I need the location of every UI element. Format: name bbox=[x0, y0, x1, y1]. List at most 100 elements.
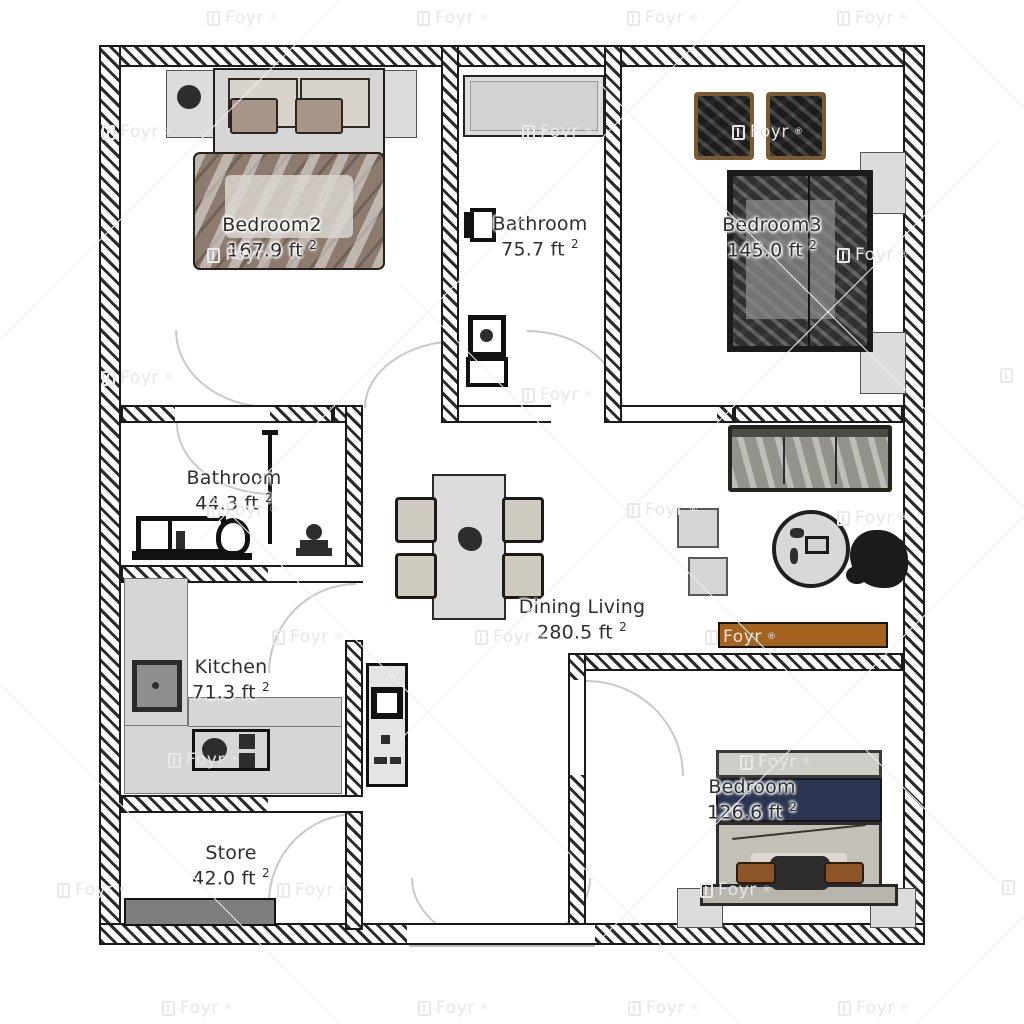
burner-small-b-kitchen bbox=[239, 753, 255, 768]
foyr-logo-icon bbox=[1002, 880, 1015, 895]
armchair-texture bbox=[698, 96, 750, 156]
room-name: Bathroom bbox=[186, 467, 282, 489]
exterior-wall-right bbox=[903, 45, 925, 945]
sup-2: 2 bbox=[789, 799, 797, 814]
entrance-opening bbox=[407, 923, 595, 945]
room-area: 280.5 ft 2 bbox=[537, 619, 627, 644]
storage-shelf-store[interactable] bbox=[124, 898, 276, 926]
vanity-counter-bathroom-2 bbox=[132, 551, 240, 560]
table-centerpiece bbox=[458, 527, 482, 551]
door-opening-bathroom-main bbox=[459, 405, 551, 423]
watermark-text: Foyr bbox=[855, 8, 895, 28]
sofa-living[interactable] bbox=[728, 425, 892, 492]
interior-wall-bedroom2-east bbox=[441, 45, 459, 423]
interior-wall-bedroom-main-top bbox=[568, 653, 903, 671]
kitchen-knob-b bbox=[374, 757, 387, 764]
exterior-wall-top bbox=[99, 45, 925, 67]
interior-wall-kitchen-east bbox=[345, 640, 363, 930]
foyr-logo-icon bbox=[475, 629, 488, 645]
watermark bbox=[1002, 880, 1015, 895]
kitchen-knob-a bbox=[381, 735, 390, 744]
foyr-logo-icon bbox=[838, 1000, 851, 1016]
watermark-text: Foyr bbox=[436, 998, 476, 1018]
cushion-left-bedroom2 bbox=[230, 98, 278, 134]
ottoman-1-living[interactable] bbox=[677, 508, 719, 548]
coffee-table-living[interactable] bbox=[805, 536, 829, 554]
room-label-bedroom-main: Bedroom 126.6 ft 2 bbox=[707, 776, 797, 825]
armchair-right-bedroom3[interactable] bbox=[766, 92, 826, 160]
room-area: 71.3 ft 2 bbox=[192, 679, 270, 704]
armchair-left-bedroom3[interactable] bbox=[694, 92, 754, 160]
foyr-logo-icon bbox=[628, 1000, 641, 1016]
watermark: Foyr® bbox=[628, 998, 700, 1018]
potted-plant-bathroom-2 bbox=[306, 524, 322, 540]
room-label-dining-living: Dining Living 280.5 ft 2 bbox=[519, 596, 645, 645]
sup-2: 2 bbox=[809, 237, 817, 252]
watermark-text: Foyr bbox=[120, 368, 160, 388]
foyr-logo-icon bbox=[627, 502, 640, 518]
foyr-logo-icon bbox=[627, 10, 640, 26]
dining-chair-3[interactable] bbox=[502, 497, 544, 543]
watermark: Foyr® bbox=[162, 998, 234, 1018]
armchair-texture bbox=[770, 96, 822, 156]
lamp-bedroom2[interactable] bbox=[177, 85, 201, 109]
watermark-text: Foyr bbox=[180, 998, 220, 1018]
burner-small-a-kitchen bbox=[239, 734, 255, 749]
room-name: Kitchen bbox=[194, 656, 268, 678]
cushion-right-bedroom2 bbox=[295, 98, 343, 134]
watermark-text: Foyr bbox=[645, 8, 685, 28]
store-door-arc[interactable] bbox=[268, 813, 356, 903]
watermark: Foyr® bbox=[627, 8, 699, 28]
room-area: 44.3 ft 2 bbox=[195, 490, 273, 515]
foyr-logo-icon bbox=[837, 10, 850, 26]
toilet-base-bathroom-2 bbox=[214, 553, 252, 560]
sup-2: 2 bbox=[264, 490, 273, 505]
door-opening-bedroom2 bbox=[175, 405, 270, 423]
watermark: Foyr® bbox=[838, 998, 910, 1018]
microwave-kitchen[interactable] bbox=[371, 687, 403, 719]
dining-chair-1[interactable] bbox=[395, 497, 437, 543]
watermark: Foyr® bbox=[418, 998, 490, 1018]
vanity-divider-bathroom-2 bbox=[168, 520, 172, 550]
interior-wall-bath2-east bbox=[345, 405, 363, 583]
watermark: Foyr® bbox=[417, 8, 489, 28]
bedroom2-door-arc[interactable] bbox=[175, 330, 270, 408]
toilet-bathroom-2[interactable] bbox=[216, 518, 250, 556]
room-label-store: Store 42.0 ft 2 bbox=[192, 842, 270, 891]
door-opening-kitchen bbox=[268, 565, 363, 583]
watermark: Foyr® bbox=[837, 8, 909, 28]
room-label-bedroom2: Bedroom2 167.9 ft 2 bbox=[222, 214, 322, 263]
door-opening-bedroom-main bbox=[568, 680, 586, 775]
bedroom-main-door-arc[interactable] bbox=[586, 680, 684, 776]
sink-basin-bathroom-main bbox=[480, 329, 493, 342]
burner-large-kitchen bbox=[202, 738, 227, 761]
sink-drain-kitchen bbox=[152, 682, 159, 689]
room-label-bedroom3: Bedroom3 145.0 ft 2 bbox=[722, 214, 822, 263]
partition-tick-bath2-cap bbox=[262, 430, 278, 435]
sup-2: 2 bbox=[261, 865, 270, 880]
dining-chair-4[interactable] bbox=[502, 553, 544, 599]
foyr-logo-icon bbox=[417, 10, 430, 26]
sup-2: 2 bbox=[261, 679, 270, 694]
room-name: Store bbox=[205, 842, 257, 864]
room-name: Bedroom2 bbox=[222, 214, 322, 236]
plant-pot-bathroom-2 bbox=[300, 540, 328, 548]
watermark-text: Foyr bbox=[855, 508, 895, 528]
plant-stand-bathroom-2 bbox=[296, 548, 332, 556]
bench-pillow-left bbox=[736, 862, 776, 884]
foyr-logo-icon bbox=[162, 1000, 175, 1016]
room-area: 167.9 ft 2 bbox=[227, 237, 317, 262]
watermark-text: Foyr bbox=[856, 998, 896, 1018]
dining-chair-2[interactable] bbox=[395, 553, 437, 599]
foyr-logo-icon bbox=[1000, 368, 1013, 383]
room-area: 145.0 ft 2 bbox=[727, 237, 817, 262]
pantry-counter-kitchen bbox=[366, 663, 408, 787]
foyr-logo-icon bbox=[705, 629, 718, 645]
vanity-cabinet-bathroom-main bbox=[466, 357, 508, 387]
ottoman-2-living[interactable] bbox=[688, 557, 728, 596]
tv-console-living[interactable] bbox=[718, 622, 888, 648]
kitchen-door-arc[interactable] bbox=[268, 583, 356, 673]
room-label-kitchen: Kitchen 71.3 ft 2 bbox=[192, 656, 270, 705]
rug-motif-b-living bbox=[790, 548, 798, 564]
